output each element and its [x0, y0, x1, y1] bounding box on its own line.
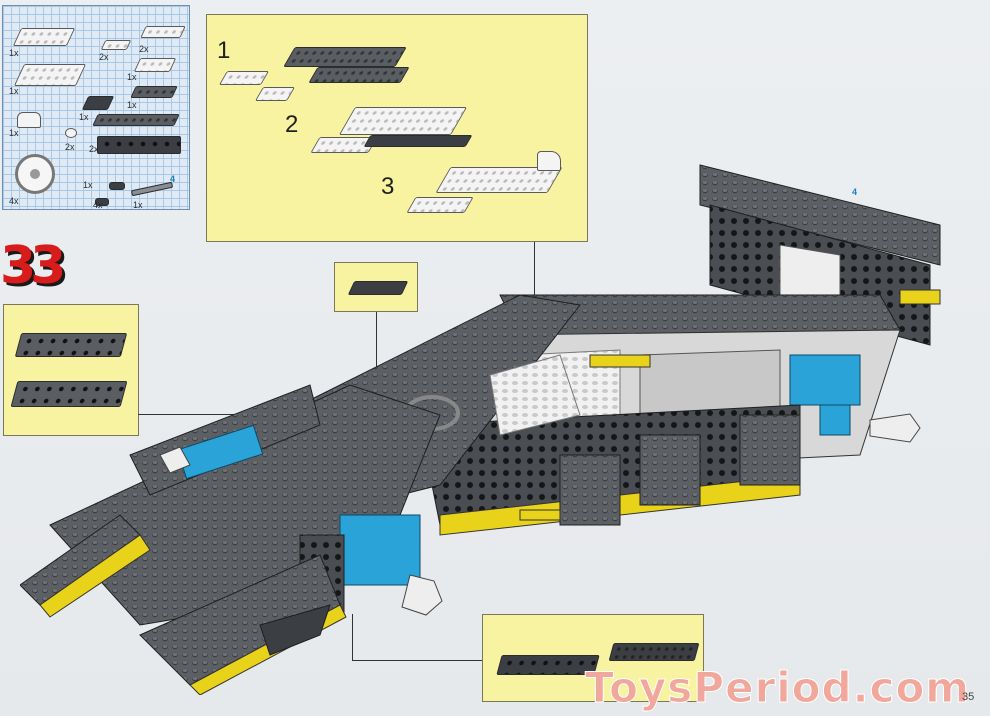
page-number: 35 [962, 691, 975, 703]
dark-plate-1x6 [308, 67, 410, 83]
parts-quantity: 1x [127, 72, 137, 82]
axle-length-label: 4 [170, 174, 176, 184]
parts-quantity: 2x [65, 142, 75, 152]
substep-number: 1 [217, 37, 231, 64]
watermark: ToysPeriod.com [584, 663, 971, 713]
white-plate-2x4 [133, 58, 177, 72]
substep-number: 2 [285, 111, 299, 138]
step-number: 33 [0, 236, 66, 296]
white-round-plate [65, 128, 77, 138]
race-car-assembly-illustration: 4 [20, 164, 941, 695]
tile-callout-box [334, 262, 418, 312]
white-slope [537, 151, 561, 171]
technic-pin-small [95, 198, 109, 206]
technic-pin [109, 182, 125, 190]
white-plate-1x4 [140, 26, 186, 38]
parts-quantity: 4x [93, 200, 103, 210]
parts-quantity: 2x [99, 52, 109, 62]
parts-quantity: 4x [9, 196, 19, 206]
white-plate-1x3 [218, 71, 270, 85]
parts-list-panel: 1x 2x 2x 1x 1x 1x 1x 1x 2x 2x 4x 1x 4x 4… [2, 5, 190, 210]
bottom-beam-callout-box [482, 614, 704, 702]
parts-quantity: 2x [89, 144, 99, 154]
parts-quantity: 1x [9, 128, 19, 138]
callout-line [138, 414, 318, 415]
parts-quantity: 1x [9, 86, 19, 96]
dark-plate-base [363, 135, 473, 147]
front-right-suspension-blue [339, 514, 421, 586]
subassembly-callout-box: 1 2 3 [206, 14, 588, 242]
white-slope-brick [17, 112, 41, 128]
dark-plate-1x10 [92, 114, 180, 126]
parts-quantity: 1x [133, 200, 143, 210]
white-plate-1x3 [100, 40, 132, 50]
parts-quantity: 1x [9, 48, 19, 58]
dark-plate-1x4 [130, 86, 178, 98]
beam-callout-box [3, 304, 139, 436]
rear-hub [869, 413, 921, 443]
steering-wheel-part [15, 154, 55, 194]
white-plate-4x6 [338, 107, 468, 135]
parts-quantity: 2x [139, 44, 149, 54]
white-plate-2x6 [12, 28, 76, 46]
dark-tile-2x2 [81, 96, 115, 110]
callout-line [534, 242, 535, 300]
front-right-hub [401, 574, 443, 616]
parts-quantity: 1x [127, 100, 137, 110]
technic-beam-1x10 [97, 136, 181, 154]
rear-suspension-blue [789, 354, 861, 406]
white-plate-1x2 [254, 87, 296, 101]
callout-line [352, 614, 353, 660]
parts-quantity: 1x [79, 112, 89, 122]
callout-line [376, 312, 377, 392]
yellow-wing-element [899, 289, 941, 305]
callout-line [352, 660, 482, 661]
parts-quantity: 1x [83, 180, 93, 190]
white-plate-4x6 [13, 64, 87, 86]
wing-axle-length-label: 4 [852, 187, 857, 197]
substep-number: 3 [381, 173, 395, 200]
dark-plate-2x8 [283, 47, 407, 67]
